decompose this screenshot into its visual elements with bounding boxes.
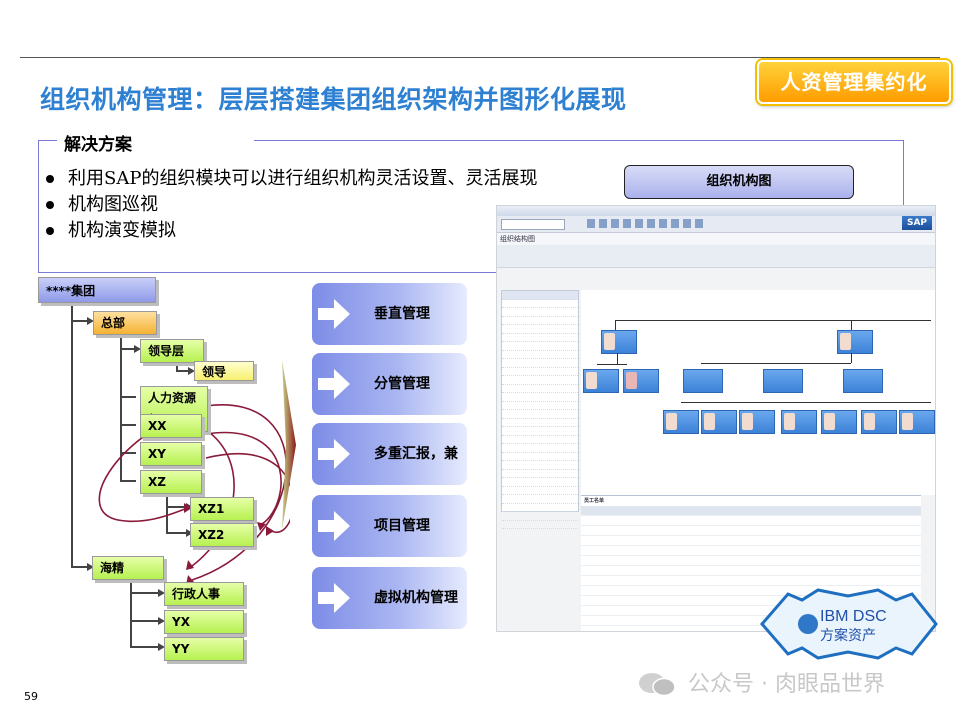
org-chart-node[interactable] [739, 410, 775, 434]
mgmt-vertical[interactable]: 垂直管理 [312, 283, 467, 345]
arrow-right-icon [188, 367, 195, 375]
bullet-dot-icon [46, 175, 54, 183]
org-chart-node[interactable] [623, 369, 659, 393]
sap-toolbar-icons[interactable] [587, 219, 707, 228]
mgmt-project[interactable]: 项目管理 [312, 495, 467, 557]
org-chart-node[interactable] [899, 410, 935, 434]
tree-connector [166, 506, 188, 508]
arrow-right-icon [87, 563, 94, 571]
arrow-right-icon [134, 345, 141, 353]
org-chart-node[interactable] [701, 410, 737, 434]
bullet-dot-icon [46, 227, 54, 235]
sap-org-chart[interactable] [581, 290, 935, 495]
sap-menu-bar [497, 206, 935, 216]
tree-connector [120, 480, 136, 482]
solution-bullets: 利用SAP的组织模块可以进行组织机构灵活设置、灵活展现 机构图巡视 机构演变模拟 [46, 166, 537, 244]
tree-connector [71, 320, 89, 322]
org-chart-node[interactable] [683, 369, 723, 393]
sap-command-field[interactable] [501, 219, 565, 230]
ibm-dsc-stamp: IBM DSC 方案资产 [760, 588, 938, 660]
org-chart-node[interactable] [663, 410, 699, 434]
org-chart-node[interactable] [837, 330, 873, 354]
top-divider [20, 57, 940, 58]
tree-connector [176, 360, 178, 372]
section-badge: 人资管理集约化 [757, 60, 951, 104]
org-chart-node[interactable] [821, 410, 857, 434]
org-node-yy[interactable]: YY [164, 637, 244, 661]
org-chart-node[interactable] [781, 410, 817, 434]
org-node-leader-layer[interactable]: 领导层 [140, 339, 204, 363]
tree-connector [176, 370, 190, 372]
arrow-right-icon [186, 529, 193, 537]
org-node-xz[interactable]: XZ [140, 470, 202, 494]
tree-connector [120, 452, 136, 454]
tree-connector [166, 532, 188, 534]
solution-title: 解决方案 [64, 135, 132, 155]
org-node-admin-hr[interactable]: 行政人事 [164, 582, 244, 606]
tree-connector [71, 566, 89, 568]
tree-connector [166, 490, 168, 534]
wechat-icon [639, 673, 676, 697]
org-node-xz2[interactable]: XZ2 [190, 523, 254, 547]
org-node-root[interactable]: ****集团 [38, 277, 156, 303]
sap-app-toolbar [497, 245, 935, 268]
sap-table-title: 员工名单 [584, 498, 605, 504]
tree-connector [130, 576, 132, 648]
org-node-xx[interactable]: XX [140, 414, 202, 438]
org-node-haijing[interactable]: 海精 [92, 556, 164, 580]
bullet-dot-icon [46, 201, 54, 209]
arrow-right-icon [158, 589, 165, 597]
arrow-right-icon [318, 299, 350, 329]
sap-screenshot: SAP 组织结构图 员工名单 [496, 205, 936, 632]
org-chart-node[interactable] [763, 369, 803, 393]
tree-connector [130, 592, 160, 594]
bullet-item: 机构演变模拟 [46, 218, 537, 244]
arrow-right-icon [158, 617, 165, 625]
footer-watermark: 公众号 · 肉眼品世界 [688, 672, 885, 697]
arrow-right-icon [318, 439, 350, 469]
arrow-right-icon [87, 317, 94, 325]
org-node-xy[interactable]: XY [140, 442, 202, 466]
sap-navigation-tree[interactable] [501, 290, 579, 529]
org-node-yx[interactable]: YX [164, 610, 244, 634]
org-chart-node[interactable] [583, 369, 619, 393]
ibm-stamp-line2: 方案资产 [820, 627, 876, 644]
tree-connector [71, 304, 73, 568]
tree-connector [120, 396, 136, 398]
arrow-right-icon [158, 643, 165, 651]
mgmt-divisional[interactable]: 分管管理 [312, 353, 467, 415]
org-chart-button[interactable]: 组织机构图 [624, 165, 854, 199]
sap-logo: SAP [902, 216, 932, 230]
tree-connector [130, 646, 160, 648]
sap-toolbar: SAP [497, 216, 935, 233]
arrow-right-icon [318, 369, 350, 399]
org-chart-node[interactable] [843, 369, 883, 393]
org-node-leader[interactable]: 领导 [194, 361, 254, 381]
chevron-right-icon [282, 360, 296, 530]
tree-connector [130, 620, 160, 622]
tree-connector [120, 348, 136, 350]
mgmt-virtual-org[interactable]: 虚拟机构管理 [312, 567, 467, 629]
arrow-right-icon [318, 583, 350, 613]
org-chart-node[interactable] [601, 330, 637, 354]
org-node-xz1[interactable]: XZ1 [190, 497, 254, 521]
mgmt-multi-report[interactable]: 多重汇报，兼职 [312, 423, 467, 524]
bullet-item: 机构图巡视 [46, 192, 537, 218]
arrow-right-icon [318, 511, 350, 541]
page-title: 组织机构管理：层层搭建集团组织架构并图形化展现 [40, 85, 627, 114]
page-number: 59 [24, 690, 38, 703]
ibm-stamp-line1: IBM DSC [820, 608, 887, 625]
sap-screen-title: 组织结构图 [497, 233, 935, 245]
tree-connector [120, 332, 122, 482]
tree-connector [120, 424, 136, 426]
org-node-hq[interactable]: 总部 [93, 311, 157, 335]
bullet-item: 利用SAP的组织模块可以进行组织机构灵活设置、灵活展现 [46, 166, 537, 192]
org-chart-node[interactable] [861, 410, 897, 434]
